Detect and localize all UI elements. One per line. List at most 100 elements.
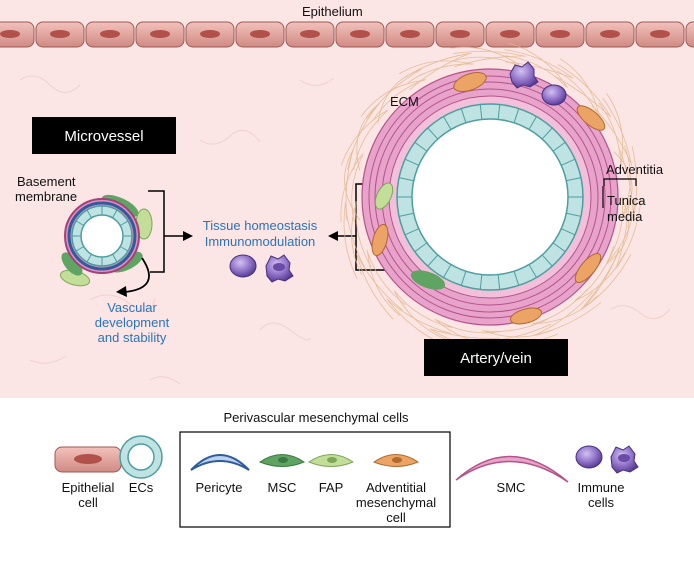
legend-box: [179, 431, 451, 528]
endothelial-junction: [541, 254, 553, 267]
microvessel-lumen: [80, 214, 124, 258]
endothelial-junction: [414, 242, 428, 253]
endothelial-junction: [460, 271, 467, 286]
endothelial-junction: [460, 108, 467, 123]
epithelial-nucleus: [550, 30, 570, 38]
immunomodulation-label: Immunomodulation: [205, 234, 316, 249]
ecm-fiber: [387, 299, 452, 334]
tunica-media-label-line1: Tunica: [607, 193, 646, 208]
microvessel: [59, 194, 153, 287]
vascular-label-line3: and stability: [98, 330, 167, 345]
endothelial-junction: [528, 116, 537, 130]
endothelial-junction: [75, 220, 85, 226]
legend-adventitial-label-line3: cell: [386, 510, 406, 525]
adventitial-cell: [371, 223, 389, 257]
ecm-fiber: [360, 79, 425, 117]
background-texture: [19, 75, 671, 385]
ecm-fiber: [505, 61, 574, 79]
epithelial-nucleus: [250, 30, 270, 38]
epithelial-nucleus: [650, 30, 670, 38]
endothelial-junction: [443, 116, 452, 130]
epithelial-nucleus: [300, 30, 320, 38]
ecm-fiber: [340, 109, 389, 166]
ecm-fiber: [554, 75, 612, 118]
microvessel-label: Microvessel: [64, 128, 143, 145]
endothelial-junction: [119, 246, 129, 252]
ecm-fiber: [607, 196, 623, 262]
artery: [340, 42, 642, 351]
ecm-fiber: [356, 103, 380, 171]
ecm-fiber: [351, 202, 363, 275]
msc-cell: [410, 270, 446, 290]
endothelial-junction: [398, 177, 414, 182]
endothelial-junction: [566, 177, 582, 182]
endothelial-junction: [427, 254, 439, 267]
adventitial-cell: [509, 307, 543, 325]
epithelial-nucleus: [150, 30, 170, 38]
ecm-fiber: [409, 53, 470, 91]
endothelial-junction: [513, 271, 520, 286]
endothelial-junction: [561, 158, 576, 166]
artery-vein-label: Artery/vein: [460, 350, 532, 367]
immune-cell: [541, 84, 567, 106]
endothelial-junction: [552, 242, 566, 253]
artery-lumen: [411, 118, 569, 276]
artery-vein-box: [424, 339, 568, 376]
legend-adventitial-label-line1: Adventitial: [366, 480, 426, 495]
adventitial-cell: [574, 252, 602, 284]
epithelium-label: Epithelium: [302, 4, 363, 19]
endothelial-junction: [414, 141, 428, 152]
ecm-fiber: [453, 51, 526, 57]
immune-cell-nucleus: [273, 263, 285, 271]
endothelial-junction: [119, 220, 129, 226]
endothelial-junction: [528, 264, 537, 278]
legend-epithelial-label-line2: cell: [78, 495, 98, 510]
legend-immune-cell-nucleus: [618, 454, 630, 462]
epithelial-nucleus: [0, 30, 20, 38]
endothelial-junction: [398, 212, 414, 217]
legend-epithelial-label-line1: Epithelial: [62, 480, 115, 495]
basement-membrane-label-line1: Basement: [17, 174, 76, 189]
legend-adventitial-label-line2: mesenchymal: [356, 495, 436, 510]
ecm-fiber: [606, 93, 624, 167]
ecm-fiber: [353, 110, 388, 171]
smc-layer: [368, 75, 612, 319]
legend-immune-cell-icon: [575, 445, 603, 469]
endothelial-junction: [497, 104, 501, 120]
adventitia-label: Adventitia: [606, 162, 664, 177]
arrowhead-right: [183, 231, 193, 241]
legend-smc-icon: [455, 455, 569, 483]
epithelium-layer: [0, 21, 694, 48]
endothelial-junction: [566, 212, 582, 217]
microvessel-msc-cell: [61, 252, 83, 276]
epithelial-nucleus: [450, 30, 470, 38]
ecm-fiber: [371, 78, 427, 122]
microvessel-bracket: [148, 190, 165, 273]
ecm-fiber: [602, 97, 632, 166]
ecm-fiber: [343, 204, 358, 279]
legend-immune-label-line1: Immune: [578, 480, 625, 495]
vascular-development-arrow: [124, 257, 150, 293]
epithelial-nucleus: [100, 30, 120, 38]
ecm-fiber: [598, 102, 622, 169]
ecm-fiber: [356, 255, 404, 311]
ecm-fiber: [356, 253, 394, 320]
endothelial-junction: [561, 228, 576, 236]
endothelial-junction: [497, 274, 501, 290]
ecm-fiber: [398, 60, 472, 75]
ecm-fiber: [504, 55, 567, 87]
ecm-fiber: [345, 148, 354, 221]
arrowhead-curved: [116, 286, 127, 297]
artery-cell-junctions: [397, 104, 583, 290]
ecm-fiber: [481, 318, 548, 332]
epithelial-nucleus: [50, 30, 70, 38]
epithelial-nucleus: [600, 30, 620, 38]
tunica-media-label-line2: media: [607, 209, 643, 224]
ecm-fiber: [615, 199, 630, 270]
endothelial-junction: [479, 104, 483, 120]
epithelial-cell: [685, 21, 694, 48]
ecm-label: ECM: [390, 94, 419, 109]
ecm-fiber: [355, 201, 372, 268]
